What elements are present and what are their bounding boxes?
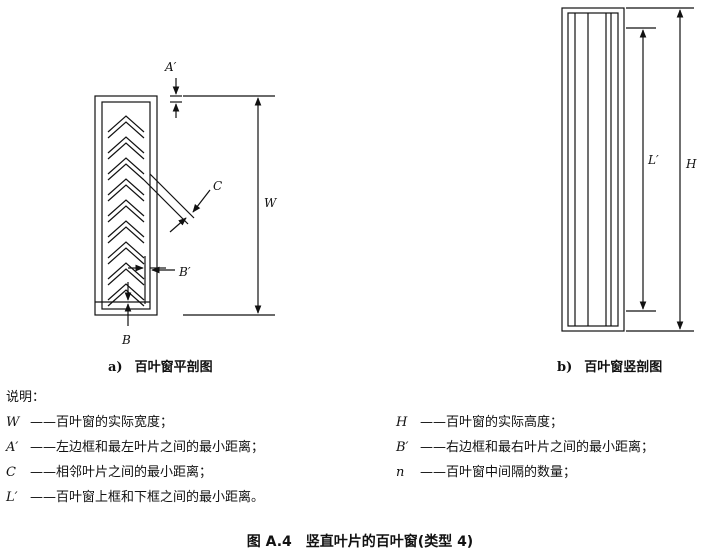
legend-symbol: B′	[396, 440, 409, 455]
louver-blade	[107, 199, 145, 217]
louver-blade	[107, 115, 145, 133]
label-a-prime: A′	[164, 60, 177, 74]
legend-text: ——右边框和最右叶片之间的最小距离；	[420, 440, 655, 455]
legend-item-n: n ——百叶窗中间隔的数量；	[396, 460, 576, 485]
label-l-prime: L′	[647, 153, 659, 167]
legend-symbol: L′	[6, 490, 18, 505]
louver-blade	[107, 121, 145, 139]
louver-blade	[107, 163, 145, 181]
legend-symbol: C	[6, 465, 16, 480]
label-h: H	[685, 157, 697, 171]
louver-blade	[107, 226, 145, 244]
caption-b-text: 百叶窗竖剖图	[584, 360, 663, 375]
legend-text: ——百叶窗的实际宽度；	[30, 415, 174, 430]
caption-a-text: 百叶窗平剖图	[134, 360, 213, 375]
louver-blade	[107, 283, 145, 301]
label-w: W	[264, 196, 278, 210]
caption-b-label: b)	[557, 360, 573, 375]
legend-text: ——左边框和最左叶片之间的最小距离；	[30, 440, 265, 455]
caption-a: a) 百叶窗平剖图	[108, 356, 213, 375]
legend-item-l-prime: L′ ——百叶窗上框和下框之间的最小距离。	[6, 485, 264, 510]
louver-blade	[107, 247, 145, 265]
legend-item-c: C ——相邻叶片之间的最小距离；	[6, 460, 212, 485]
louver-blade	[107, 262, 145, 280]
label-c: C	[213, 179, 222, 193]
legend-item-w: W ——百叶窗的实际宽度；	[6, 410, 173, 435]
louver-blade	[107, 142, 145, 160]
louver-blade	[107, 220, 145, 238]
louver-blade	[107, 184, 145, 202]
vertical-section	[561, 7, 694, 332]
legend-item-a-prime: A′ ——左边框和最左叶片之间的最小距离；	[6, 435, 264, 460]
label-b: B	[121, 333, 131, 347]
label-b-prime: B′	[178, 265, 191, 279]
louver-blade	[107, 289, 145, 307]
figure-title: 图 A.4 竖直叶片的百叶窗(类型 4)	[246, 534, 474, 550]
caption-b: b) 百叶窗竖剖图	[557, 356, 662, 375]
louver-blade	[107, 178, 145, 196]
legend-text: ——百叶窗上框和下框之间的最小距离。	[30, 490, 265, 505]
legend-item-h: H ——百叶窗的实际高度；	[396, 410, 563, 435]
legend-item-b-prime: B′ ——右边框和最右叶片之间的最小距离；	[396, 435, 654, 460]
inner-frame-b	[567, 12, 619, 327]
legend-symbol: A′	[6, 440, 19, 455]
louver-blade	[107, 205, 145, 223]
outer-frame-b	[561, 7, 625, 332]
louver-blade	[107, 268, 145, 286]
legend-text: ——百叶窗中间隔的数量；	[420, 465, 577, 480]
legend-heading: 说明：	[6, 390, 46, 405]
legend-symbol: H	[396, 415, 408, 430]
legend-symbol: W	[6, 415, 20, 430]
legend-symbol: n	[396, 465, 405, 480]
outer-frame-a	[94, 95, 158, 316]
louver-blade	[107, 241, 145, 259]
legend-text: ——百叶窗的实际高度；	[420, 415, 564, 430]
legend-text: ——相邻叶片之间的最小距离；	[30, 465, 213, 480]
caption-a-label: a)	[108, 360, 123, 375]
louver-drawing: A′ C W B′ B L′ H	[94, 7, 697, 347]
plan-section	[94, 78, 275, 326]
louver-blade	[107, 157, 145, 175]
louver-blade	[107, 136, 145, 154]
louver-blades	[107, 115, 145, 307]
